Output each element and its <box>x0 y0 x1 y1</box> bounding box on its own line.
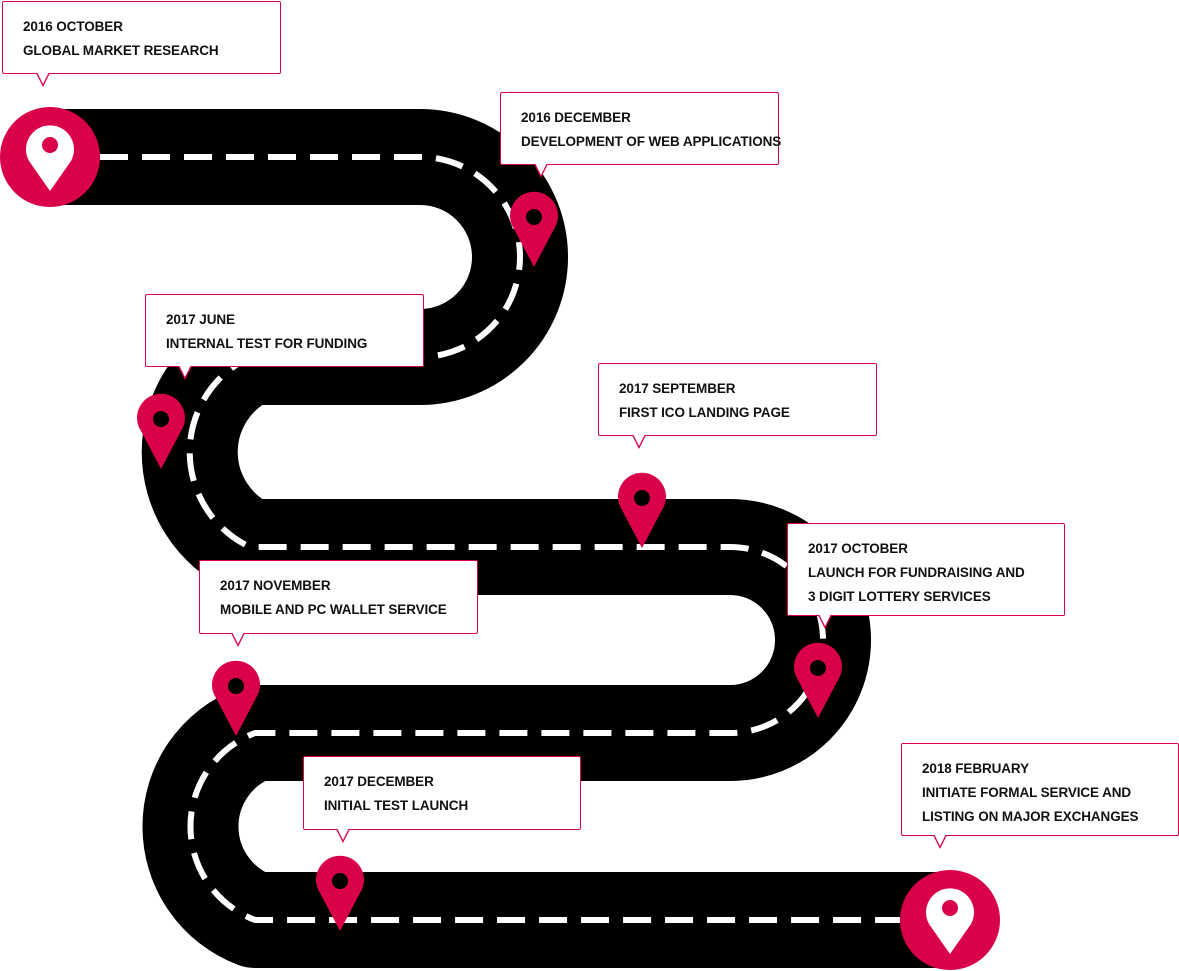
callout-pointer <box>818 614 832 629</box>
milestone-description: INITIATE FORMAL SERVICE AND <box>922 785 1132 800</box>
callout-pointer <box>36 72 50 87</box>
milestone-description: LISTING ON MAJOR EXCHANGES <box>922 809 1139 824</box>
start-marker <box>0 107 100 207</box>
milestone-date: 2017 DECEMBER <box>324 774 434 789</box>
location-pin-icon <box>510 191 558 267</box>
road-lane-marking <box>100 154 900 923</box>
location-pin-icon <box>212 660 260 736</box>
milestone-date: 2017 OCTOBER <box>808 541 908 556</box>
end-location-pin-icon <box>926 888 974 954</box>
milestone-date: 2016 OCTOBER <box>23 19 123 34</box>
milestone-callout-2017-november: 2017 NOVEMBER MOBILE AND PC WALLET SERVI… <box>199 560 478 647</box>
callout-pointer <box>632 434 646 449</box>
milestone-description: 3 DIGIT LOTTERY SERVICES <box>808 589 991 604</box>
milestone-date: 2018 FEBRUARY <box>922 761 1029 776</box>
callout-pointer <box>336 828 350 843</box>
location-pin-icon <box>137 393 185 469</box>
milestone-description: LAUNCH FOR FUNDRAISING AND <box>808 565 1025 580</box>
milestone-callout-2016-october: 2016 OCTOBER GLOBAL MARKET RESEARCH <box>2 1 281 87</box>
milestone-date: 2017 JUNE <box>166 312 235 327</box>
milestone-description: INTERNAL TEST FOR FUNDING <box>166 336 368 351</box>
start-location-pin-icon <box>25 125 74 191</box>
callout-pointer <box>178 365 192 380</box>
callout-pointer <box>231 632 245 647</box>
milestone-date: 2017 NOVEMBER <box>220 578 331 593</box>
milestone-description: GLOBAL MARKET RESEARCH <box>23 43 219 58</box>
callout-pointer <box>933 834 947 849</box>
milestone-description: INITIAL TEST LAUNCH <box>324 798 469 813</box>
milestone-description: FIRST ICO LANDING PAGE <box>619 405 790 420</box>
milestone-callout-2016-december: 2016 DECEMBER DEVELOPMENT OF WEB APPLICA… <box>500 92 782 178</box>
end-marker <box>900 870 1000 970</box>
location-pin-icon <box>618 472 666 548</box>
location-pin-icon <box>316 855 364 931</box>
milestone-date: 2016 DECEMBER <box>521 110 631 125</box>
milestone-date: 2017 SEPTEMBER <box>619 381 736 396</box>
milestone-callout-2017-october: 2017 OCTOBER LAUNCH FOR FUNDRAISING AND … <box>787 523 1065 629</box>
milestone-callout-2017-september: 2017 SEPTEMBER FIRST ICO LANDING PAGE <box>598 363 877 449</box>
milestone-callout-2017-june: 2017 JUNE INTERNAL TEST FOR FUNDING <box>145 294 424 380</box>
milestone-description: MOBILE AND PC WALLET SERVICE <box>220 602 447 617</box>
callout-pointer <box>534 163 548 178</box>
milestone-callout-2017-december: 2017 DECEMBER INITIAL TEST LAUNCH <box>303 756 581 843</box>
location-pin-icon <box>794 642 842 718</box>
milestone-callout-2018-february: 2018 FEBRUARY INITIATE FORMAL SERVICE AN… <box>901 743 1179 849</box>
milestone-description: DEVELOPMENT OF WEB APPLICATIONS <box>521 134 782 149</box>
